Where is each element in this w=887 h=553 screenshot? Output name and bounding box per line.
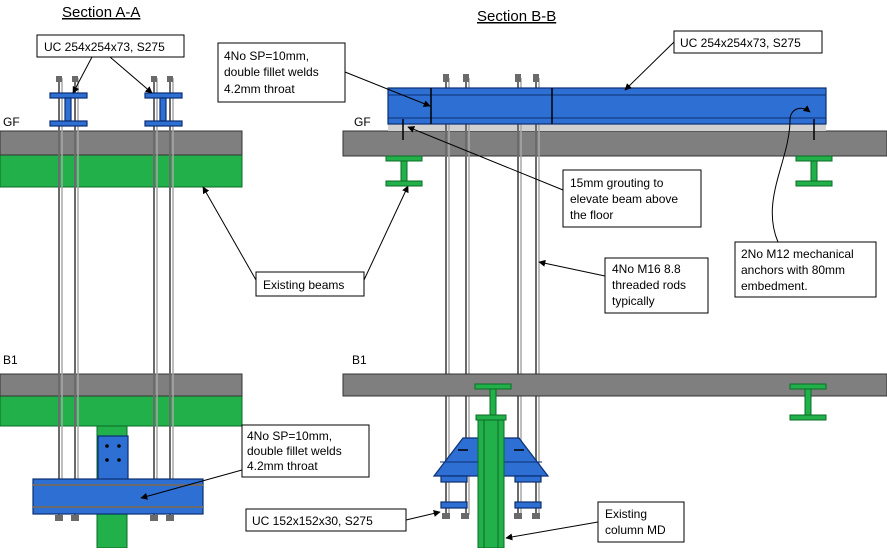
level-gf-b: GF	[354, 115, 371, 129]
slab-gf-a	[0, 130, 243, 156]
uc-a-leader-1	[72, 56, 93, 94]
sp-top-box	[217, 42, 346, 103]
sp-top-leader	[344, 71, 431, 107]
column-label: Existing column MD	[605, 507, 666, 537]
top-beam-b	[387, 74, 827, 140]
column-leader	[505, 521, 599, 541]
existing-ibeam-b1-2	[789, 383, 827, 421]
existing-beams-label: Existing beams	[263, 278, 344, 292]
top-column-a2	[144, 76, 183, 127]
rods-a	[58, 78, 174, 515]
sp-top-label: 4No SP=10mm, double fillet welds 4.2mm t…	[224, 49, 322, 96]
uc-small-label: UC 152x152x30, S275	[252, 514, 373, 528]
section-b-title: Section B-B	[477, 8, 556, 25]
slab-b1-a	[0, 373, 243, 397]
grout-leader	[407, 126, 564, 191]
uc-a-label: UC 254x254x73, S275	[44, 40, 165, 54]
anchors-leader	[771, 105, 811, 243]
anchors-box	[734, 241, 877, 298]
grout-layer	[388, 124, 826, 131]
uc-b-leader	[624, 41, 675, 91]
existing-beams-leader-b	[363, 185, 409, 281]
slab-gf-b	[342, 130, 887, 157]
uc-b-label: UC 254x254x73, S275	[680, 36, 801, 50]
existing-beam-gf-a	[0, 154, 243, 188]
existing-ibeam-gf-2	[795, 155, 833, 187]
column-box	[597, 501, 685, 543]
existing-ibeam-b1-1	[474, 383, 512, 416]
sp-bottom-label: 4No SP=10mm, double fillet welds 4.2mm t…	[247, 429, 345, 473]
section-a-title: Section A-A	[62, 4, 140, 21]
lower-nuts-a	[55, 515, 174, 521]
top-column-a1	[49, 76, 88, 127]
cap-bolts-a	[105, 444, 121, 462]
level-b1-b: B1	[352, 353, 367, 367]
grout-box	[562, 169, 702, 228]
rods-label: 4No M16 8.8 threaded rods typically	[612, 262, 689, 308]
rods-leader	[538, 259, 606, 277]
uc-a-leader-2	[109, 56, 153, 94]
anchors-label: 2No M12 mechanical anchors with 80mm emb…	[741, 247, 857, 293]
grout-label: 15mm grouting to elevate beam above the …	[570, 176, 681, 222]
slab-b1-b	[342, 373, 887, 397]
sp-bottom-leader	[140, 469, 243, 500]
existing-beams-box	[255, 271, 365, 297]
level-gf-a: GF	[3, 115, 20, 129]
rods-box	[604, 257, 709, 314]
existing-beams-leader-a	[202, 186, 257, 281]
level-b1-a: B1	[3, 353, 18, 367]
uc-small-leader	[405, 510, 441, 521]
existing-ibeam-gf-1	[385, 155, 423, 187]
existing-beam-b1-a	[0, 395, 243, 427]
column-cap-a	[97, 435, 129, 482]
column-b	[432, 414, 550, 549]
sp-bottom-box	[241, 424, 370, 478]
